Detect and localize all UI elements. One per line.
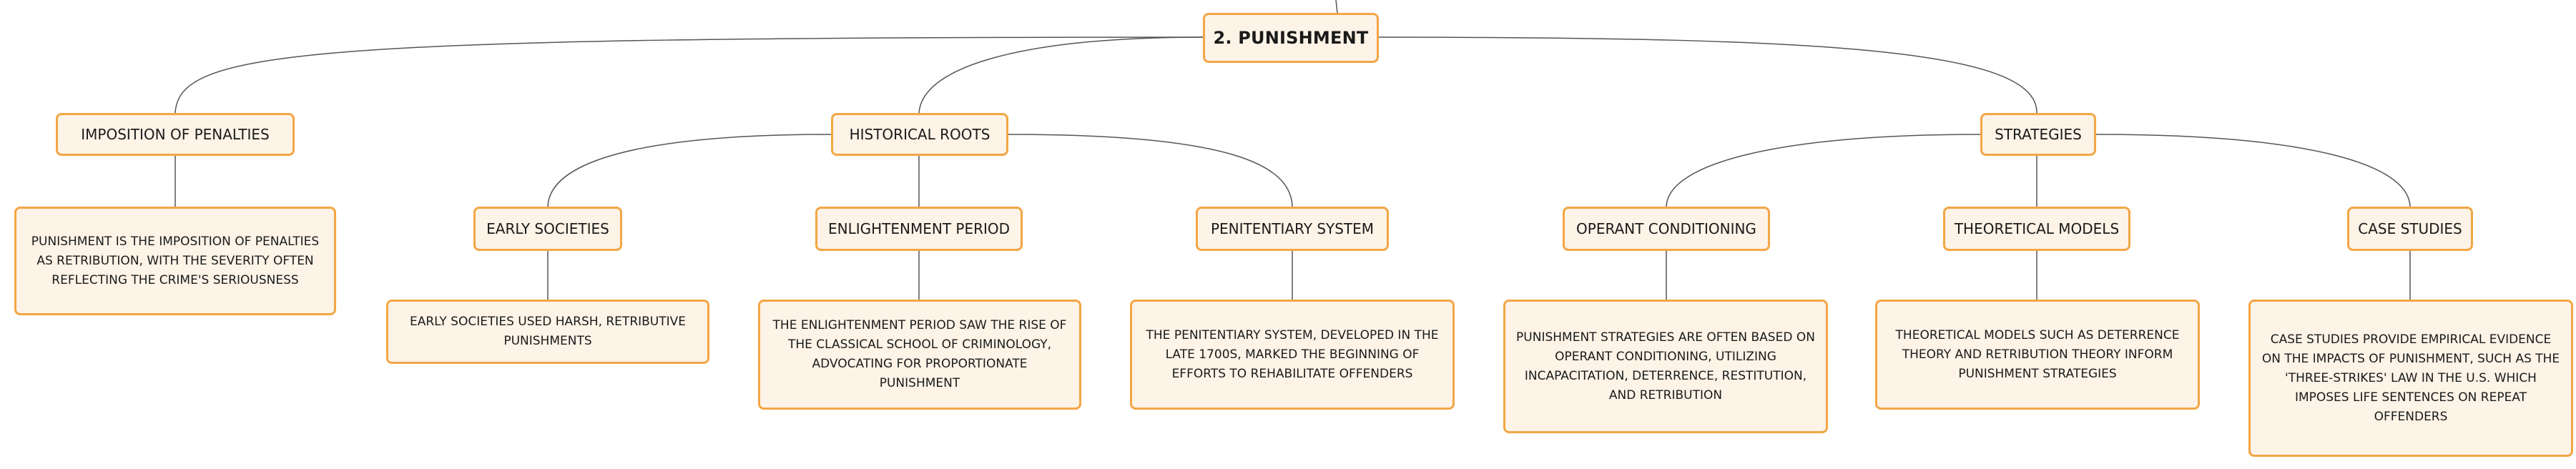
child-node-enlightenment-period[interactable]: ENLIGHTENMENT PERIOD bbox=[815, 207, 1023, 251]
leaf-node-case-studies[interactable]: CASE STUDIES PROVIDE EMPIRICAL EVIDENCE … bbox=[2248, 300, 2573, 457]
leaf-node-enlightenment-period[interactable]: THE ENLIGHTENMENT PERIOD SAW THE RISE OF… bbox=[758, 300, 1081, 410]
connector-strategies-casestudies bbox=[2095, 134, 2411, 207]
root-node[interactable]: 2. PUNISHMENT bbox=[1203, 13, 1379, 63]
branch-node-imposition-of-penalties[interactable]: IMPOSITION OF PENALTIES bbox=[56, 113, 295, 156]
branch-node-strategies[interactable]: STRATEGIES bbox=[1980, 113, 2096, 156]
connector-historical-penitentiary bbox=[1008, 134, 1293, 207]
connector-historical-early bbox=[547, 134, 832, 207]
child-node-penitentiary-system[interactable]: PENITENTIARY SYSTEM bbox=[1196, 207, 1389, 251]
connector-root-historical bbox=[918, 36, 1204, 114]
leaf-node-penitentiary-system[interactable]: THE PENITENTIARY SYSTEM, DEVELOPED IN TH… bbox=[1130, 300, 1455, 410]
leaf-node-early-societies[interactable]: EARLY SOCIETIES USED HARSH, RETRIBUTIVE … bbox=[386, 300, 709, 364]
child-node-early-societies[interactable]: EARLY SOCIETIES bbox=[473, 207, 622, 251]
child-node-theoretical-models[interactable]: THEORETICAL MODELS bbox=[1943, 207, 2130, 251]
connector-root-imposition bbox=[174, 36, 1204, 114]
connector-root-strategies bbox=[1378, 36, 2037, 114]
branch-node-historical-roots[interactable]: HISTORICAL ROOTS bbox=[831, 113, 1008, 156]
leaf-node-imposition[interactable]: PUNISHMENT IS THE IMPOSITION OF PENALTIE… bbox=[14, 207, 336, 315]
connector-strategies-operant bbox=[1666, 134, 1981, 207]
child-node-case-studies[interactable]: CASE STUDIES bbox=[2347, 207, 2473, 251]
leaf-node-operant-conditioning[interactable]: PUNISHMENT STRATEGIES ARE OFTEN BASED ON… bbox=[1503, 300, 1828, 433]
child-node-operant-conditioning[interactable]: OPERANT CONDITIONING bbox=[1563, 207, 1770, 251]
leaf-node-theoretical-models[interactable]: THEORETICAL MODELS SUCH AS DETERRENCE TH… bbox=[1875, 300, 2200, 410]
connector-root-incoming bbox=[1335, 0, 1338, 14]
